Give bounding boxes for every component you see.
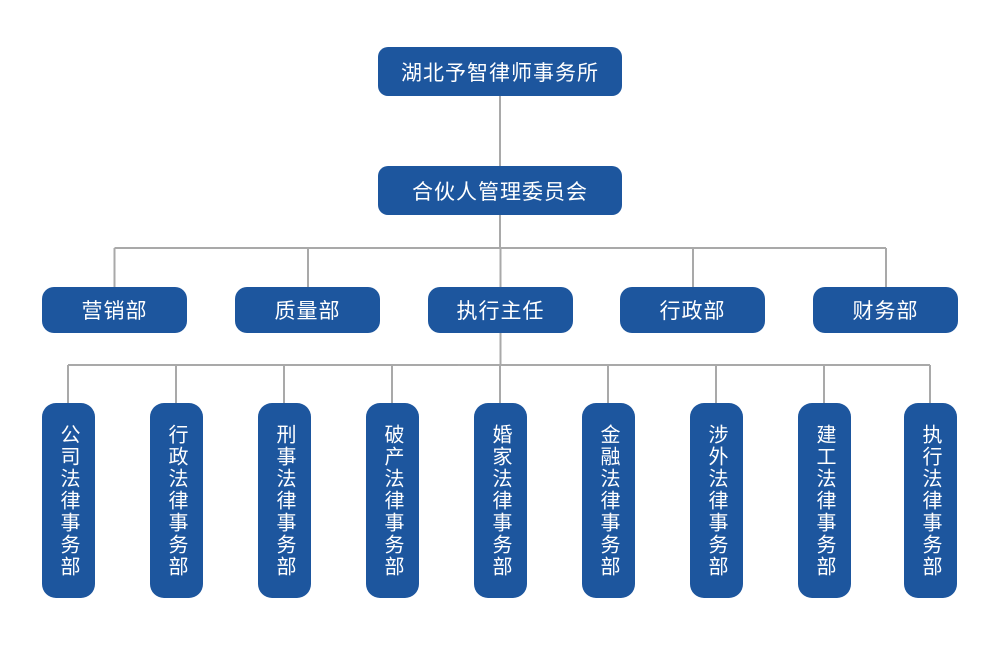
department-node-quality: 质量部 bbox=[235, 287, 380, 333]
department-node-executive-director: 执行主任 bbox=[428, 287, 573, 333]
department-node-finance: 财务部 bbox=[813, 287, 958, 333]
legal-dept-node-construction: 建工法律事务部 bbox=[797, 403, 851, 598]
legal-dept-node-administrative: 行政法律事务部 bbox=[149, 403, 203, 598]
legal-dept-node-corporate: 公司法律事务部 bbox=[41, 403, 95, 598]
legal-dept-node-financial: 金融法律事务部 bbox=[581, 403, 635, 598]
department-node-administration: 行政部 bbox=[620, 287, 765, 333]
committee-node: 合伙人管理委员会 bbox=[378, 166, 622, 215]
department-node-marketing: 营销部 bbox=[42, 287, 187, 333]
legal-dept-node-bankruptcy: 破产法律事务部 bbox=[365, 403, 419, 598]
legal-dept-node-enforcement: 执行法律事务部 bbox=[903, 403, 957, 598]
legal-dept-node-criminal: 刑事法律事务部 bbox=[257, 403, 311, 598]
root-node: 湖北予智律师事务所 bbox=[378, 47, 622, 96]
legal-dept-node-foreign: 涉外法律事务部 bbox=[689, 403, 743, 598]
connector-line-group bbox=[67, 96, 931, 404]
legal-dept-node-marriage-family: 婚家法律事务部 bbox=[473, 403, 527, 598]
